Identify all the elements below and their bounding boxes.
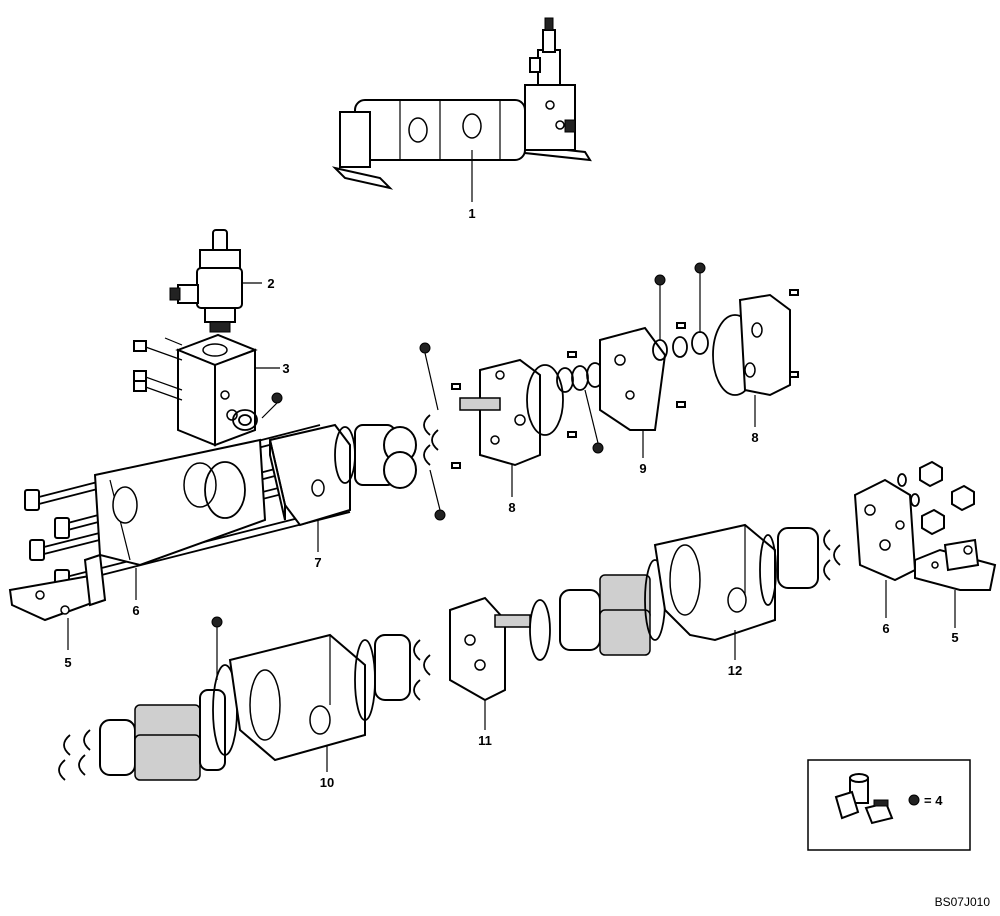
part-12-pump-body xyxy=(653,523,776,642)
part-10-pump-body xyxy=(228,633,366,762)
seal-kit-marker xyxy=(211,616,223,628)
part-label-10: 10 xyxy=(320,775,334,790)
part-label-6-lower: 6 xyxy=(882,621,889,636)
seal-kit-marker xyxy=(271,392,283,404)
lower-gear-set-right xyxy=(559,559,666,656)
part-label-8-upper: 8 xyxy=(508,500,515,515)
part-11-middle-plate xyxy=(449,596,551,702)
part-5-bracket-right xyxy=(914,538,997,591)
upper-gear-set xyxy=(334,414,439,489)
part-6-rear-cover xyxy=(853,478,917,582)
part-label-2: 2 xyxy=(267,276,274,291)
part-label-8-right: 8 xyxy=(751,430,758,445)
nuts-washers xyxy=(897,460,975,536)
part-8-flange-plate-right xyxy=(712,293,791,397)
seal-kit-legend: = 4 xyxy=(807,759,971,851)
part-2-solenoid-valve xyxy=(169,229,243,333)
seal-kit-marker xyxy=(654,274,666,286)
lower-gear-set-left xyxy=(58,664,238,781)
part-9-rear-plate xyxy=(599,326,709,431)
kit-parts-icon xyxy=(834,773,894,825)
bushings-lower-left xyxy=(354,634,431,721)
part-label-3: 3 xyxy=(282,361,289,376)
drawing-code: BS07J010 xyxy=(935,895,991,909)
bushings-lower-right xyxy=(759,527,841,606)
seal-kit-marker xyxy=(908,794,920,806)
part-1-assembled-pump xyxy=(331,17,592,190)
part-label-12: 12 xyxy=(728,663,742,678)
seal-kit-marker xyxy=(592,442,604,454)
part-8-flange-plate-upper xyxy=(459,358,564,467)
seal-kit-marker xyxy=(419,342,431,354)
part-label-5-left: 5 xyxy=(64,655,71,670)
part-label-7: 7 xyxy=(314,555,321,570)
part-3-valve-block xyxy=(133,333,258,447)
part-label-5-right: 5 xyxy=(951,630,958,645)
part-label-1: 1 xyxy=(468,206,475,221)
part-5-bracket-left xyxy=(8,553,107,622)
part-label-9: 9 xyxy=(639,461,646,476)
dowel-pins xyxy=(451,289,799,469)
seal-kit-marker xyxy=(694,262,706,274)
part-label-11: 11 xyxy=(478,733,492,748)
part-6-front-cover xyxy=(93,438,267,567)
part-7-pump-body xyxy=(268,423,351,527)
part-label-6-upper: 6 xyxy=(132,603,139,618)
seal-kit-marker xyxy=(434,509,446,521)
seals-mid xyxy=(556,362,604,393)
legend-quantity: = 4 xyxy=(924,793,943,808)
